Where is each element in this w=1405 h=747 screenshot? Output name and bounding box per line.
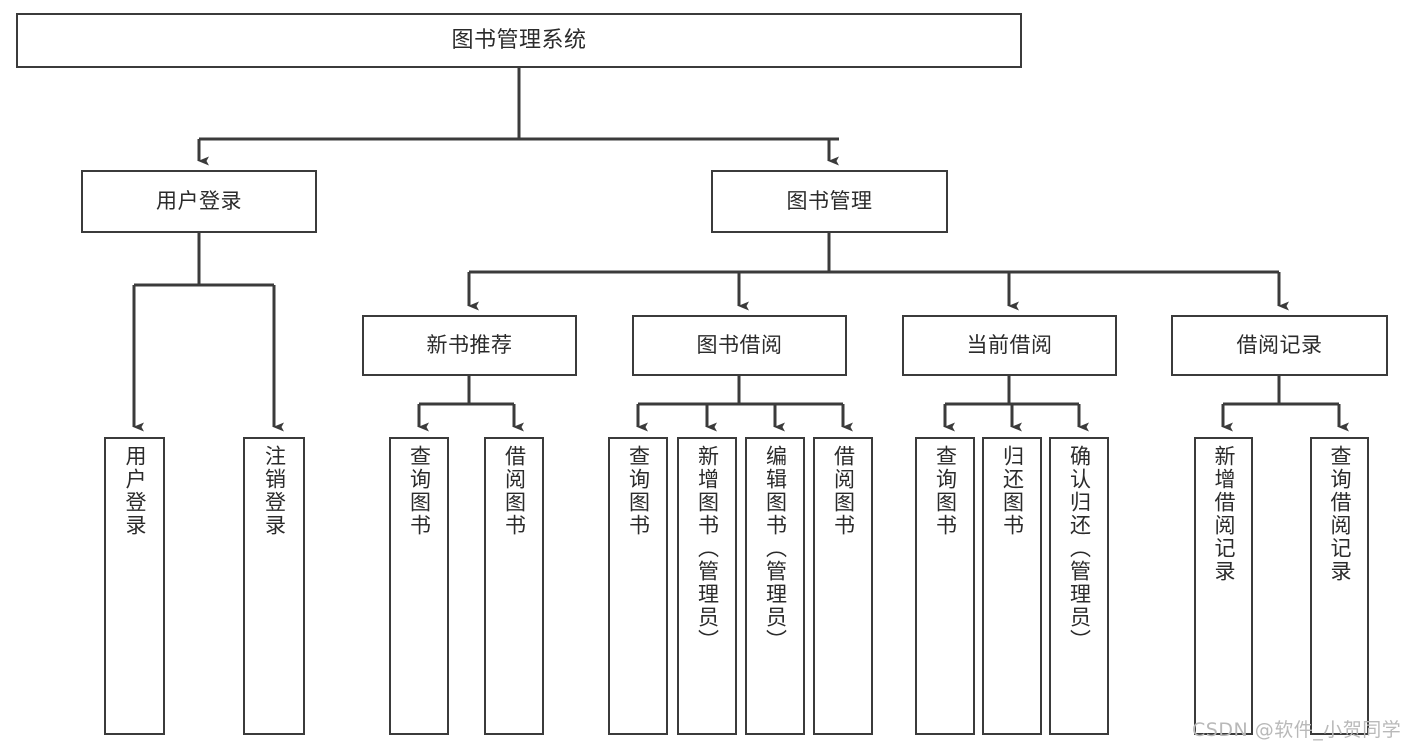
node-label: 图书管理系统 [451,27,587,53]
node-label: 查询图书 [933,445,958,537]
node-root-system[interactable]: 图书管理系统 [16,13,1022,68]
node-label: 归还图书 [1000,445,1025,537]
node-label: 新书推荐 [426,333,513,358]
leaf-borrow-query-book[interactable]: 查询图书 [608,437,668,735]
node-borrow-record[interactable]: 借阅记录 [1171,315,1388,376]
node-label: 借阅图书 [831,445,856,537]
leaf-current-confirm-return-admin[interactable]: 确认归还（管理员） [1049,437,1109,735]
csdn-watermark: CSDN @软件_小贺同学 [1192,719,1402,741]
node-label: 新增图书（管理员） [695,445,720,652]
leaf-borrow-edit-book-admin[interactable]: 编辑图书（管理员） [745,437,805,735]
node-label: 新增借阅记录 [1212,445,1236,583]
leaf-user-login-logout[interactable]: 注销登录 [243,437,305,735]
leaf-new-book-query[interactable]: 查询图书 [389,437,449,735]
leaf-record-add-record[interactable]: 新增借阅记录 [1194,437,1253,735]
node-label: 用户登录 [156,189,242,214]
leaf-new-book-borrow[interactable]: 借阅图书 [484,437,544,735]
node-label: 编辑图书（管理员） [763,445,788,652]
node-label: 查询借阅记录 [1328,445,1352,583]
node-label: 图书借阅 [696,333,783,358]
node-label: 借阅记录 [1236,333,1323,358]
node-user-login[interactable]: 用户登录 [81,170,317,233]
node-label: 注销登录 [262,445,287,537]
node-current-borrow[interactable]: 当前借阅 [902,315,1117,376]
leaf-borrow-borrow-book[interactable]: 借阅图书 [813,437,873,735]
node-new-book-recommend[interactable]: 新书推荐 [362,315,577,376]
node-label: 确认归还（管理员） [1067,445,1092,652]
node-label: 查询图书 [626,445,651,537]
leaf-current-return-book[interactable]: 归还图书 [982,437,1042,735]
leaf-user-login-login[interactable]: 用户登录 [104,437,165,735]
node-label: 图书管理 [786,189,873,214]
node-book-borrow[interactable]: 图书借阅 [632,315,847,376]
node-label: 查询图书 [407,445,432,537]
leaf-borrow-add-book-admin[interactable]: 新增图书（管理员） [677,437,737,735]
leaf-current-query-book[interactable]: 查询图书 [915,437,975,735]
node-book-management[interactable]: 图书管理 [711,170,948,233]
node-label: 用户登录 [123,445,147,537]
node-label: 借阅图书 [502,445,527,537]
leaf-record-query-record[interactable]: 查询借阅记录 [1310,437,1369,735]
node-label: 当前借阅 [966,333,1053,358]
